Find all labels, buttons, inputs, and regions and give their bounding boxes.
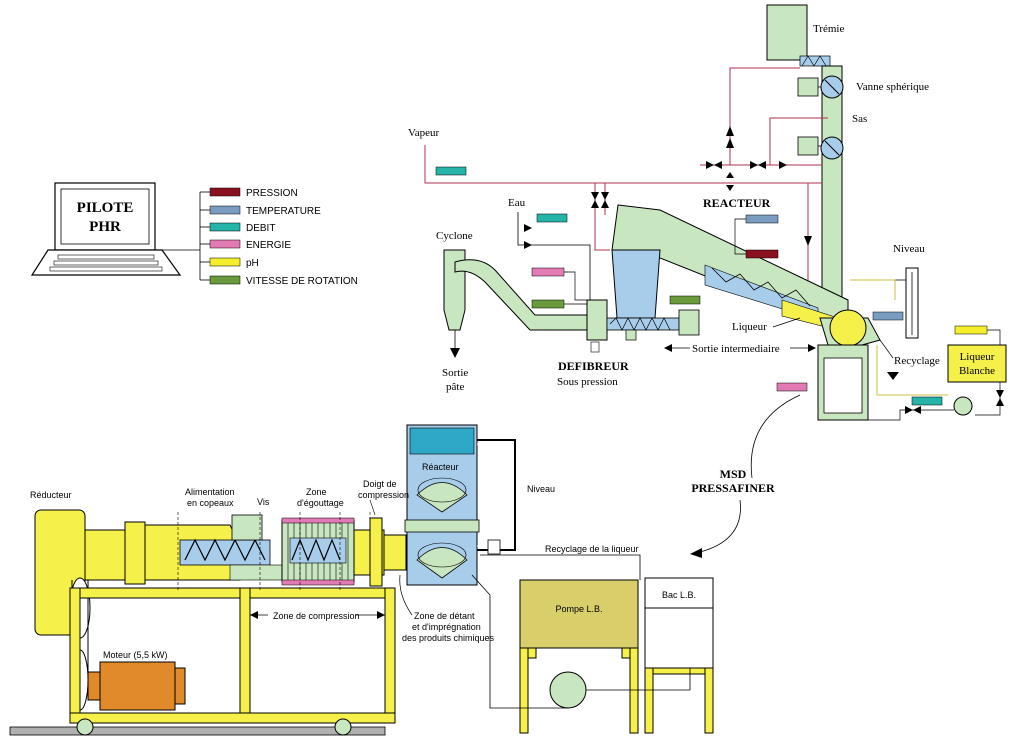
steam-valves: [591, 126, 812, 246]
bac-label: Bac L.B.: [662, 590, 696, 600]
machine-frame: [69, 587, 396, 724]
zone-egouttage-label-2: d'égouttage: [297, 498, 344, 508]
zone-compression-label: Zone de compression: [273, 611, 360, 621]
detente-label-3: des produits chimiques: [402, 633, 495, 643]
doigt-label-1: Doigt de: [363, 479, 397, 489]
eau-label: Eau: [508, 197, 526, 209]
zone-egouttage-label-1: Zone: [306, 487, 327, 497]
alimentation-label-2: en copeaux: [187, 498, 234, 508]
vis-label: Vis: [257, 497, 270, 507]
pilot-title-line1: PILOTE: [77, 200, 134, 216]
sas-label: Sas: [852, 113, 867, 125]
moteur: [87, 661, 186, 711]
legend: PRESSION TEMPERATURE DEBIT ENERGIE pH VI…: [200, 187, 358, 287]
msd-label-2: PRESSAFINER: [691, 481, 775, 495]
legend-item-energie: ENERGIE: [200, 239, 291, 251]
msd-rotor: [829, 309, 867, 347]
legend-item-pression: PRESSION: [200, 187, 298, 199]
alimentation-label-1: Alimentation: [185, 487, 235, 497]
sortie-label-1: Sortie: [442, 367, 468, 379]
top-process: Trémie Vanne sphérique Sas: [408, 4, 1007, 558]
pompe-lb: [519, 579, 639, 649]
detente-label-2: et d'imprégnation: [412, 622, 481, 632]
defibreur-tank: [611, 249, 661, 319]
recyclage-bottom-label: Recyclage de la liqueur: [545, 544, 639, 554]
detente-label-1: Zone de détant: [414, 611, 475, 621]
tremie-hopper: [766, 4, 808, 61]
legend-item-temperature: TEMPERATURE: [200, 205, 321, 217]
legend-label: pH: [246, 258, 259, 269]
vapeur-debit-sensor: [435, 166, 467, 176]
tremie-label: Trémie: [813, 23, 844, 35]
legend-item-debit: DEBIT: [200, 222, 275, 234]
legend-label: PRESSION: [246, 188, 298, 199]
doigt-label-2: compression: [358, 490, 409, 500]
cyclone-label: Cyclone: [436, 230, 473, 242]
liqueur-blanche-tank: [947, 344, 1007, 383]
reacteur-title: REACTEUR: [703, 196, 771, 210]
reacteur-bottom-label: Réacteur: [422, 462, 459, 472]
legend-label: DEBIT: [246, 223, 275, 234]
recyclage-top-label: Recyclage: [894, 355, 940, 367]
legend-label: TEMPERATURE: [246, 206, 321, 217]
legend-item-ph: pH: [200, 257, 259, 269]
msd-label-1: MSD: [720, 467, 747, 481]
liqueur-blanche-label-2: Blanche: [959, 365, 995, 377]
vapeur-label: Vapeur: [408, 127, 439, 139]
moteur-label: Moteur (5,5 kW): [103, 650, 168, 660]
legend-item-vitesse: VITESSE DE ROTATION: [200, 275, 358, 287]
pompe-label: Pompe L.B.: [555, 604, 602, 614]
pilot-title-line2: PHR: [89, 219, 121, 235]
sortie-label-2: pâte: [446, 381, 464, 393]
reducteur-label: Réducteur: [30, 490, 72, 500]
liqueur-label: Liqueur: [732, 321, 767, 333]
sortie-intermediaire-label: Sortie intermediaire: [692, 343, 780, 355]
defibreur-title: DEFIBREUR: [558, 359, 629, 373]
bottom-machine: Réducteur: [9, 424, 714, 736]
defibreur: [586, 299, 608, 341]
eau-debit-sensor: [536, 213, 568, 223]
legend-label: VITESSE DE ROTATION: [246, 276, 358, 287]
pilot-computer: PILOTE PHR: [30, 182, 201, 280]
niveau-label: Niveau: [893, 243, 925, 255]
liqueur-blanche-label-1: Liqueur: [960, 351, 995, 363]
pompe-wheel: [549, 671, 587, 709]
legend-label: ENERGIE: [246, 240, 291, 251]
vanne-label: Vanne sphérique: [856, 81, 929, 93]
niveau-bottom-label: Niveau: [527, 484, 555, 494]
liqueur-pump: [953, 396, 973, 416]
sous-pression-label: Sous pression: [557, 376, 618, 388]
